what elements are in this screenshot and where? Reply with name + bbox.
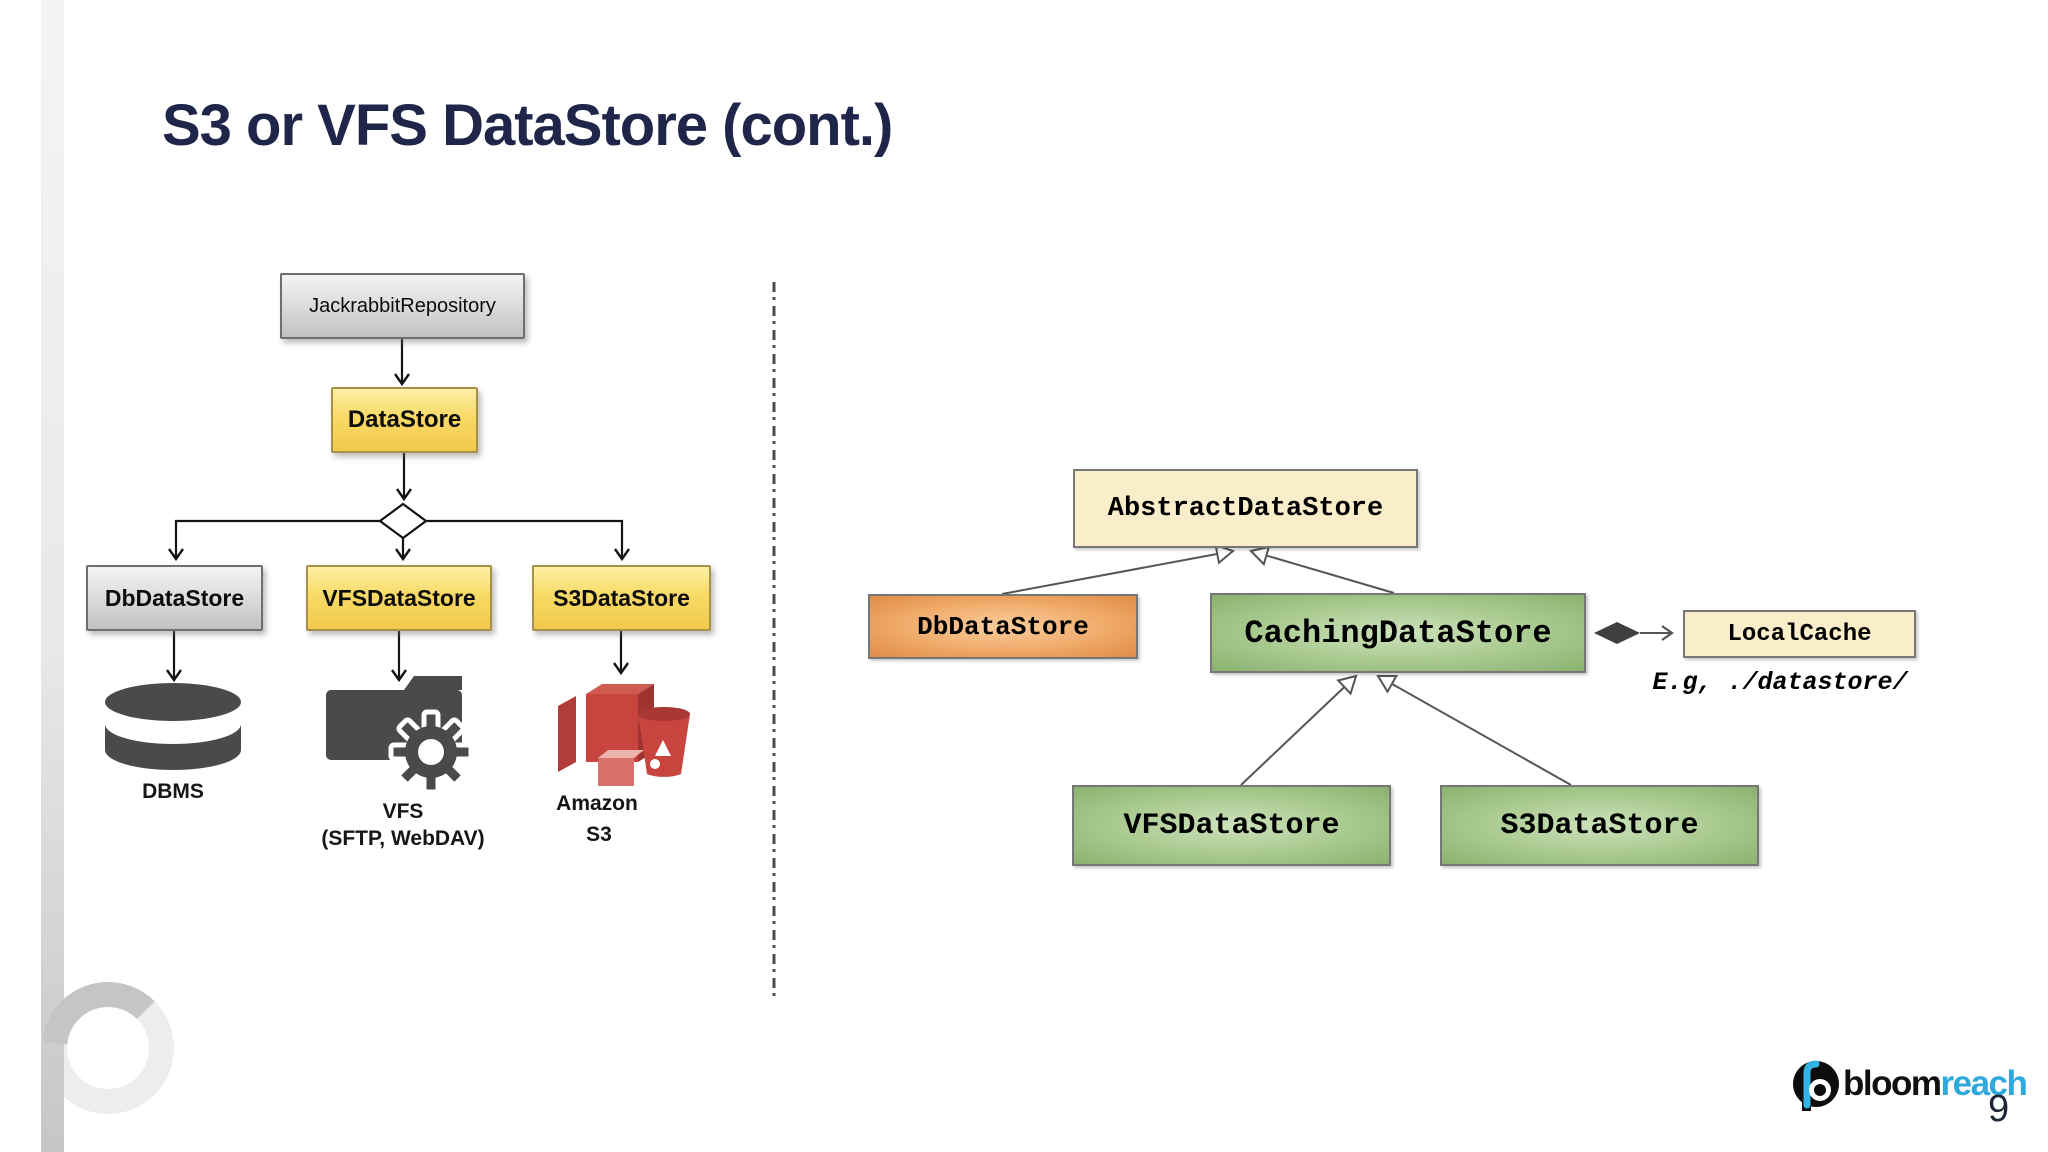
- node-db-datastore: DbDataStore: [86, 565, 263, 631]
- amazon-s3-icon: [558, 684, 690, 786]
- right-diagram-connectors: [1001, 543, 1674, 786]
- brand-bloom: bloom: [1843, 1064, 1942, 1103]
- gear-icon: [388, 709, 474, 795]
- dbms-database-icon: [105, 683, 241, 770]
- bloomreach-logo-icon: [1793, 1060, 1839, 1111]
- node-vfs-datastore: VFSDataStore: [306, 565, 492, 631]
- side-bar: [41, 0, 64, 1152]
- node-s3-datastore-right: S3DataStore: [1440, 785, 1759, 866]
- brand-reach: reach: [1940, 1064, 2027, 1103]
- node-caching-datastore: CachingDataStore: [1210, 593, 1586, 673]
- node-vfs-datastore-right: VFSDataStore: [1072, 785, 1391, 866]
- localcache-path-annotation: E.g, ./datastore/: [1652, 668, 1908, 697]
- node-local-cache: LocalCache: [1683, 610, 1916, 658]
- node-datastore: DataStore: [331, 387, 478, 453]
- node-s3-datastore: S3DataStore: [532, 565, 711, 631]
- node-db-datastore-right: DbDataStore: [868, 594, 1138, 659]
- aggregation-diamond: [1594, 622, 1640, 644]
- slide-title: S3 or VFS DataStore (cont.): [162, 93, 893, 158]
- amazon-s3-label: S3: [586, 823, 612, 846]
- decision-diamond: [378, 502, 428, 540]
- page-number: 9: [1988, 1088, 2010, 1130]
- vfs-sublabel: (SFTP, WebDAV): [321, 827, 485, 850]
- bloomreach-wordmark: bloomreach: [1843, 1064, 2028, 1104]
- dbms-label: DBMS: [142, 780, 204, 803]
- node-jackrabbit-repository: JackrabbitRepository: [280, 273, 525, 339]
- node-abstract-datastore: AbstractDataStore: [1073, 469, 1418, 548]
- left-diagram-connectors: [166, 339, 630, 683]
- vfs-label: VFS: [382, 800, 424, 823]
- watermark-ring: [41, 0, 174, 1152]
- vfs-folder-icon: [326, 676, 474, 795]
- amazon-label: Amazon: [556, 792, 638, 815]
